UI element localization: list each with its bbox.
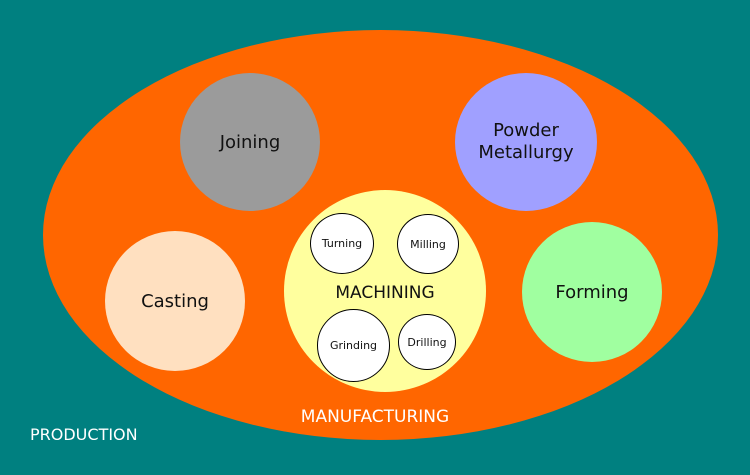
machining-label: MACHINING: [335, 283, 435, 303]
forming-circle: Forming: [522, 222, 662, 362]
grinding-circle: Grinding: [317, 309, 390, 382]
powder-metallurgy-circle: Powder Metallurgy: [455, 73, 597, 211]
milling-circle: Milling: [397, 214, 459, 274]
turning-circle: Turning: [310, 213, 374, 274]
casting-label: Casting: [141, 290, 209, 312]
drilling-label: Drilling: [407, 335, 447, 349]
powder-metallurgy-label: Powder Metallurgy: [478, 120, 573, 164]
joining-circle: Joining: [180, 73, 320, 211]
casting-circle: Casting: [105, 231, 245, 371]
turning-label: Turning: [321, 237, 363, 250]
drilling-circle: Drilling: [398, 314, 456, 370]
milling-label: Milling: [410, 237, 446, 251]
joining-label: Joining: [219, 131, 281, 153]
production-label: PRODUCTION: [30, 425, 138, 444]
powder-metallurgy-line1: Powder: [493, 120, 559, 141]
powder-metallurgy-line2: Metallurgy: [478, 142, 574, 163]
forming-label: Forming: [555, 281, 629, 303]
manufacturing-label: MANUFACTURING: [300, 407, 450, 427]
grinding-label: Grinding: [329, 339, 378, 352]
